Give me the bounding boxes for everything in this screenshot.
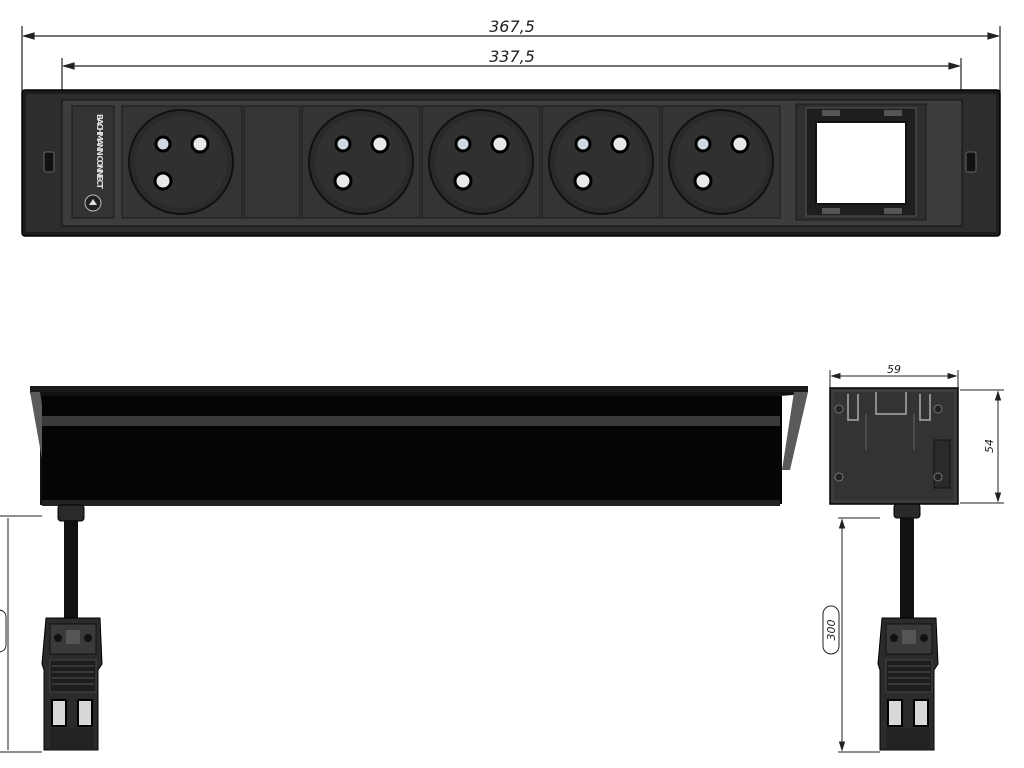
socket-earth-pin [333, 171, 353, 191]
screw-icon [933, 472, 943, 482]
screw-icon [834, 472, 844, 482]
end-view: 59 54 [822, 363, 1004, 753]
screw-icon [834, 404, 844, 414]
connector-plug [877, 617, 939, 751]
brand-label: BACHMANN CONNECT [95, 114, 104, 190]
long-side-view [30, 386, 808, 751]
dimension-inner-length [61, 58, 962, 92]
inner-length-label: 337,5 [489, 47, 535, 66]
data-module-cutout [795, 103, 927, 221]
socket-pin-hole [154, 135, 172, 153]
overall-length-label: 367,5 [489, 17, 535, 36]
side-height-label: 54 [983, 439, 996, 453]
socket-earth-pin [153, 171, 173, 191]
socket-pin-hole [610, 134, 630, 154]
socket-pin-hole [454, 135, 472, 153]
socket-earth-pin [693, 171, 713, 191]
socket-module-3 [421, 105, 541, 219]
cable [900, 518, 914, 618]
socket-pin-hole [370, 134, 390, 154]
socket-pin-hole [574, 135, 592, 153]
socket-earth-pin [573, 171, 593, 191]
socket-earth-pin [453, 171, 473, 191]
left-cable-dimension [0, 515, 42, 753]
socket-pin-hole [190, 134, 210, 154]
side-width-label: 59 [887, 363, 901, 376]
socket-pin-hole [334, 135, 352, 153]
left-clip [43, 151, 55, 173]
connector-plug [41, 617, 103, 751]
screw-icon [933, 404, 943, 414]
front-view: BACHMANN CONNECT [21, 89, 1001, 237]
cable-length-label: 300 [825, 620, 838, 641]
socket-module-2 [301, 105, 421, 219]
cable [64, 520, 78, 618]
socket-module-1 [121, 105, 243, 219]
dimension-overall-length [21, 26, 1001, 92]
right-clip [965, 151, 977, 173]
socket-pin-hole [694, 135, 712, 153]
socket-module-4 [541, 105, 661, 219]
socket-module-5 [661, 105, 781, 219]
socket-pin-hole [730, 134, 750, 154]
socket-pin-hole [490, 134, 510, 154]
